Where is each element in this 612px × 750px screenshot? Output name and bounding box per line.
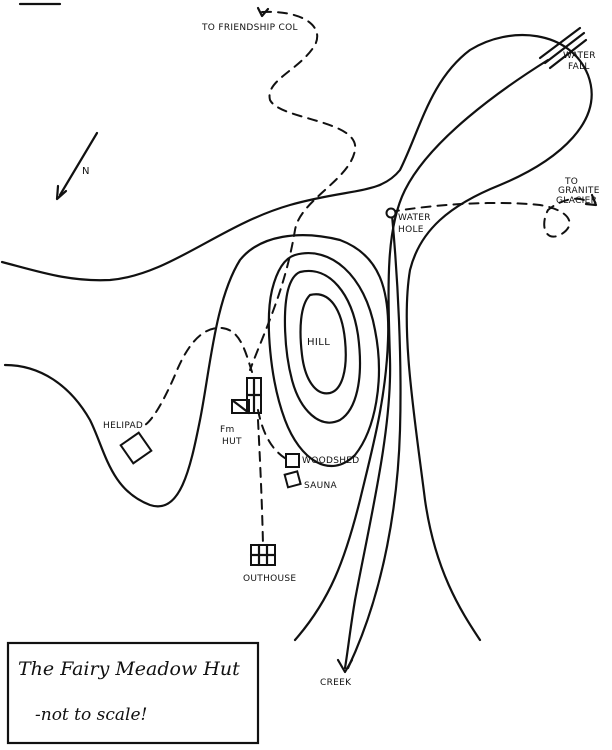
legend-subtitle: -not to scale! — [35, 705, 147, 725]
meadow-contour — [3, 234, 390, 642]
hill-inner-contour — [299, 293, 347, 395]
outhouse-label: OUTHOUSE — [243, 574, 296, 584]
north-label: N — [82, 166, 90, 177]
outhouse-icon — [249, 543, 277, 567]
creek-line-right — [346, 213, 402, 670]
granite-glacier-label-line2: GRANITE — [558, 186, 600, 196]
creek-arrow-icon — [336, 658, 354, 674]
friendship-col-arrow-icon — [256, 6, 270, 18]
waterfall-label-line2: FALL — [568, 62, 590, 72]
sauna-label: SAUNA — [304, 481, 338, 491]
creek-label: CREEK — [320, 678, 352, 688]
hut-label-line1: Fm — [220, 425, 235, 435]
woodshed-label: WOODSHED — [302, 456, 360, 466]
waterfall-label-line1: WATER — [563, 51, 596, 61]
friendship-col-label: TO FRIENDSHIP COL — [201, 23, 298, 33]
legend-title: The Fairy Meadow Hut — [18, 658, 240, 680]
creek-line-left — [343, 58, 550, 670]
helipad-label: HELIPAD — [103, 421, 143, 431]
trail-to-helipad — [144, 326, 253, 426]
waterfall-icon — [538, 26, 588, 70]
trail-to-woodshed — [257, 409, 289, 461]
granite-glacier-arrow-icon — [584, 193, 598, 207]
woodshed-icon — [285, 453, 300, 468]
granite-glacier-label-line3: GLACIER — [556, 196, 597, 206]
hill-label: HILL — [307, 337, 330, 348]
trail-to-outhouse — [257, 419, 264, 546]
granite-glacier-label-line1: TO — [564, 177, 578, 187]
sauna-icon — [283, 470, 302, 489]
water-hole-label-line1: WATER — [398, 213, 431, 223]
north-arrow-icon — [55, 131, 99, 201]
trail-to-granite-glacier — [389, 197, 589, 238]
water-hole-label-line2: HOLE — [398, 225, 424, 235]
helipad-icon — [119, 431, 153, 465]
water-hole-icon — [385, 207, 397, 219]
hut-label-line2: HUT — [222, 437, 242, 447]
hill-middle-contour — [283, 269, 362, 424]
legend-box — [6, 641, 260, 745]
valley-contour — [0, 33, 593, 642]
hill-outer-contour — [267, 252, 381, 468]
hut-icon — [230, 376, 263, 415]
